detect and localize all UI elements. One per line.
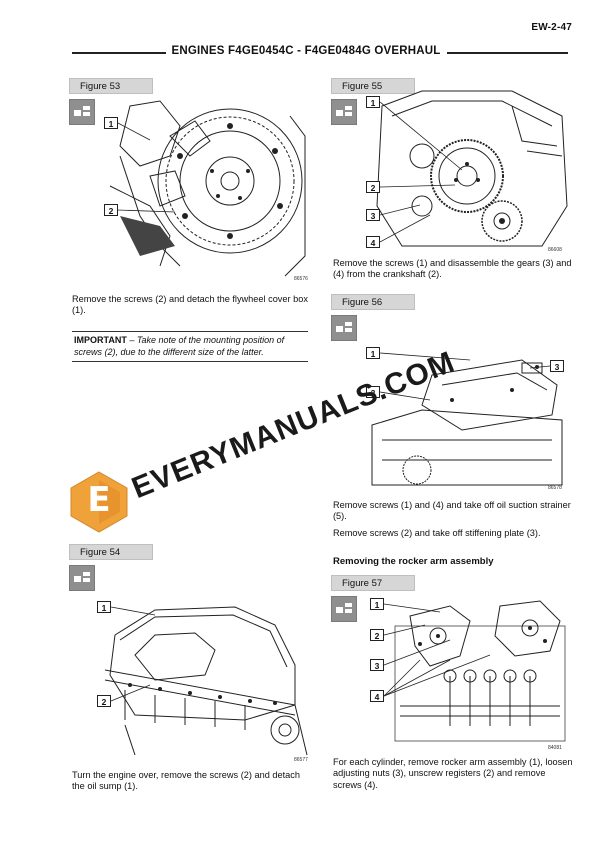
important-note: IMPORTANT – Take note of the mounting po… <box>72 331 308 362</box>
important-body: – Take note of the mounting position of … <box>74 335 285 357</box>
figure-55-callout-3: 3 <box>366 209 380 221</box>
figure-53-callout-1: 1 <box>104 117 118 129</box>
figure-54-label: Figure 54 <box>69 544 153 560</box>
figure-56-view-icon <box>331 315 357 341</box>
figure-55-caption: Remove the screws (1) and disassemble th… <box>333 258 572 280</box>
figure-53-label: Figure 53 <box>69 78 153 94</box>
figure-53-view-icon <box>69 99 95 125</box>
figure-57-caption: For each cylinder, remove rocker arm ass… <box>333 757 573 790</box>
figure-55-label: Figure 55 <box>331 78 415 94</box>
figure-55-callout-1: 1 <box>366 96 380 108</box>
figure-53-callout-2: 2 <box>104 204 118 216</box>
figure-55-gears-drawing <box>376 90 568 247</box>
figure-57-callout-1: 1 <box>370 598 384 610</box>
figure-53-flywheel-drawing <box>109 100 306 277</box>
page-number: EW-2-47 <box>531 22 572 33</box>
figure-54-callout-2: 2 <box>97 695 111 707</box>
rocker-arm-heading: Removing the rocker arm assembly <box>333 556 494 567</box>
figure-55-callout-4: 4 <box>366 236 380 248</box>
figure-55-callout-2: 2 <box>366 181 380 193</box>
important-label: IMPORTANT <box>74 335 127 345</box>
figure-55-ref: 86608 <box>548 247 562 253</box>
figure-57-callout-4: 4 <box>370 690 384 702</box>
figure-54-view-icon <box>69 565 95 591</box>
watermark-logo-letter: E <box>87 480 111 520</box>
figure-53-caption: Remove the screws (2) and detach the fly… <box>72 294 308 316</box>
figure-57-label: Figure 57 <box>331 575 415 591</box>
figure-57-callout-3: 3 <box>370 659 384 671</box>
figure-57-ref: 84081 <box>548 745 562 751</box>
figure-56-strainer-drawing <box>371 359 563 486</box>
figure-53-ref: 86576 <box>294 276 308 282</box>
figure-56-label: Figure 56 <box>331 294 415 310</box>
figure-55-view-icon <box>331 99 357 125</box>
figure-54-ref: 86577 <box>294 757 308 763</box>
figure-57-view-icon <box>331 596 357 622</box>
figure-56-callout-3: 3 <box>550 360 564 372</box>
section-title: ENGINES F4GE0454C - F4GE0484G OVERHAUL <box>0 45 612 57</box>
figure-56-callout-1: 1 <box>366 347 380 359</box>
figure-56-caption-b: Remove screws (2) and take off stiffenin… <box>333 528 541 538</box>
figure-54-callout-1: 1 <box>97 601 111 613</box>
watermark-logo <box>70 471 128 533</box>
figure-57-callout-2: 2 <box>370 629 384 641</box>
figure-56-caption-a: Remove screws (1) and (4) and take off o… <box>333 500 571 522</box>
figure-57-rocker-arm-drawing <box>394 600 566 742</box>
figure-54-caption: Turn the engine over, remove the screws … <box>72 770 300 792</box>
figure-54-oil-sump-drawing <box>104 606 308 756</box>
figure-56-callout-2: 2 <box>366 386 380 398</box>
figure-56-ref: 86578 <box>548 485 562 491</box>
